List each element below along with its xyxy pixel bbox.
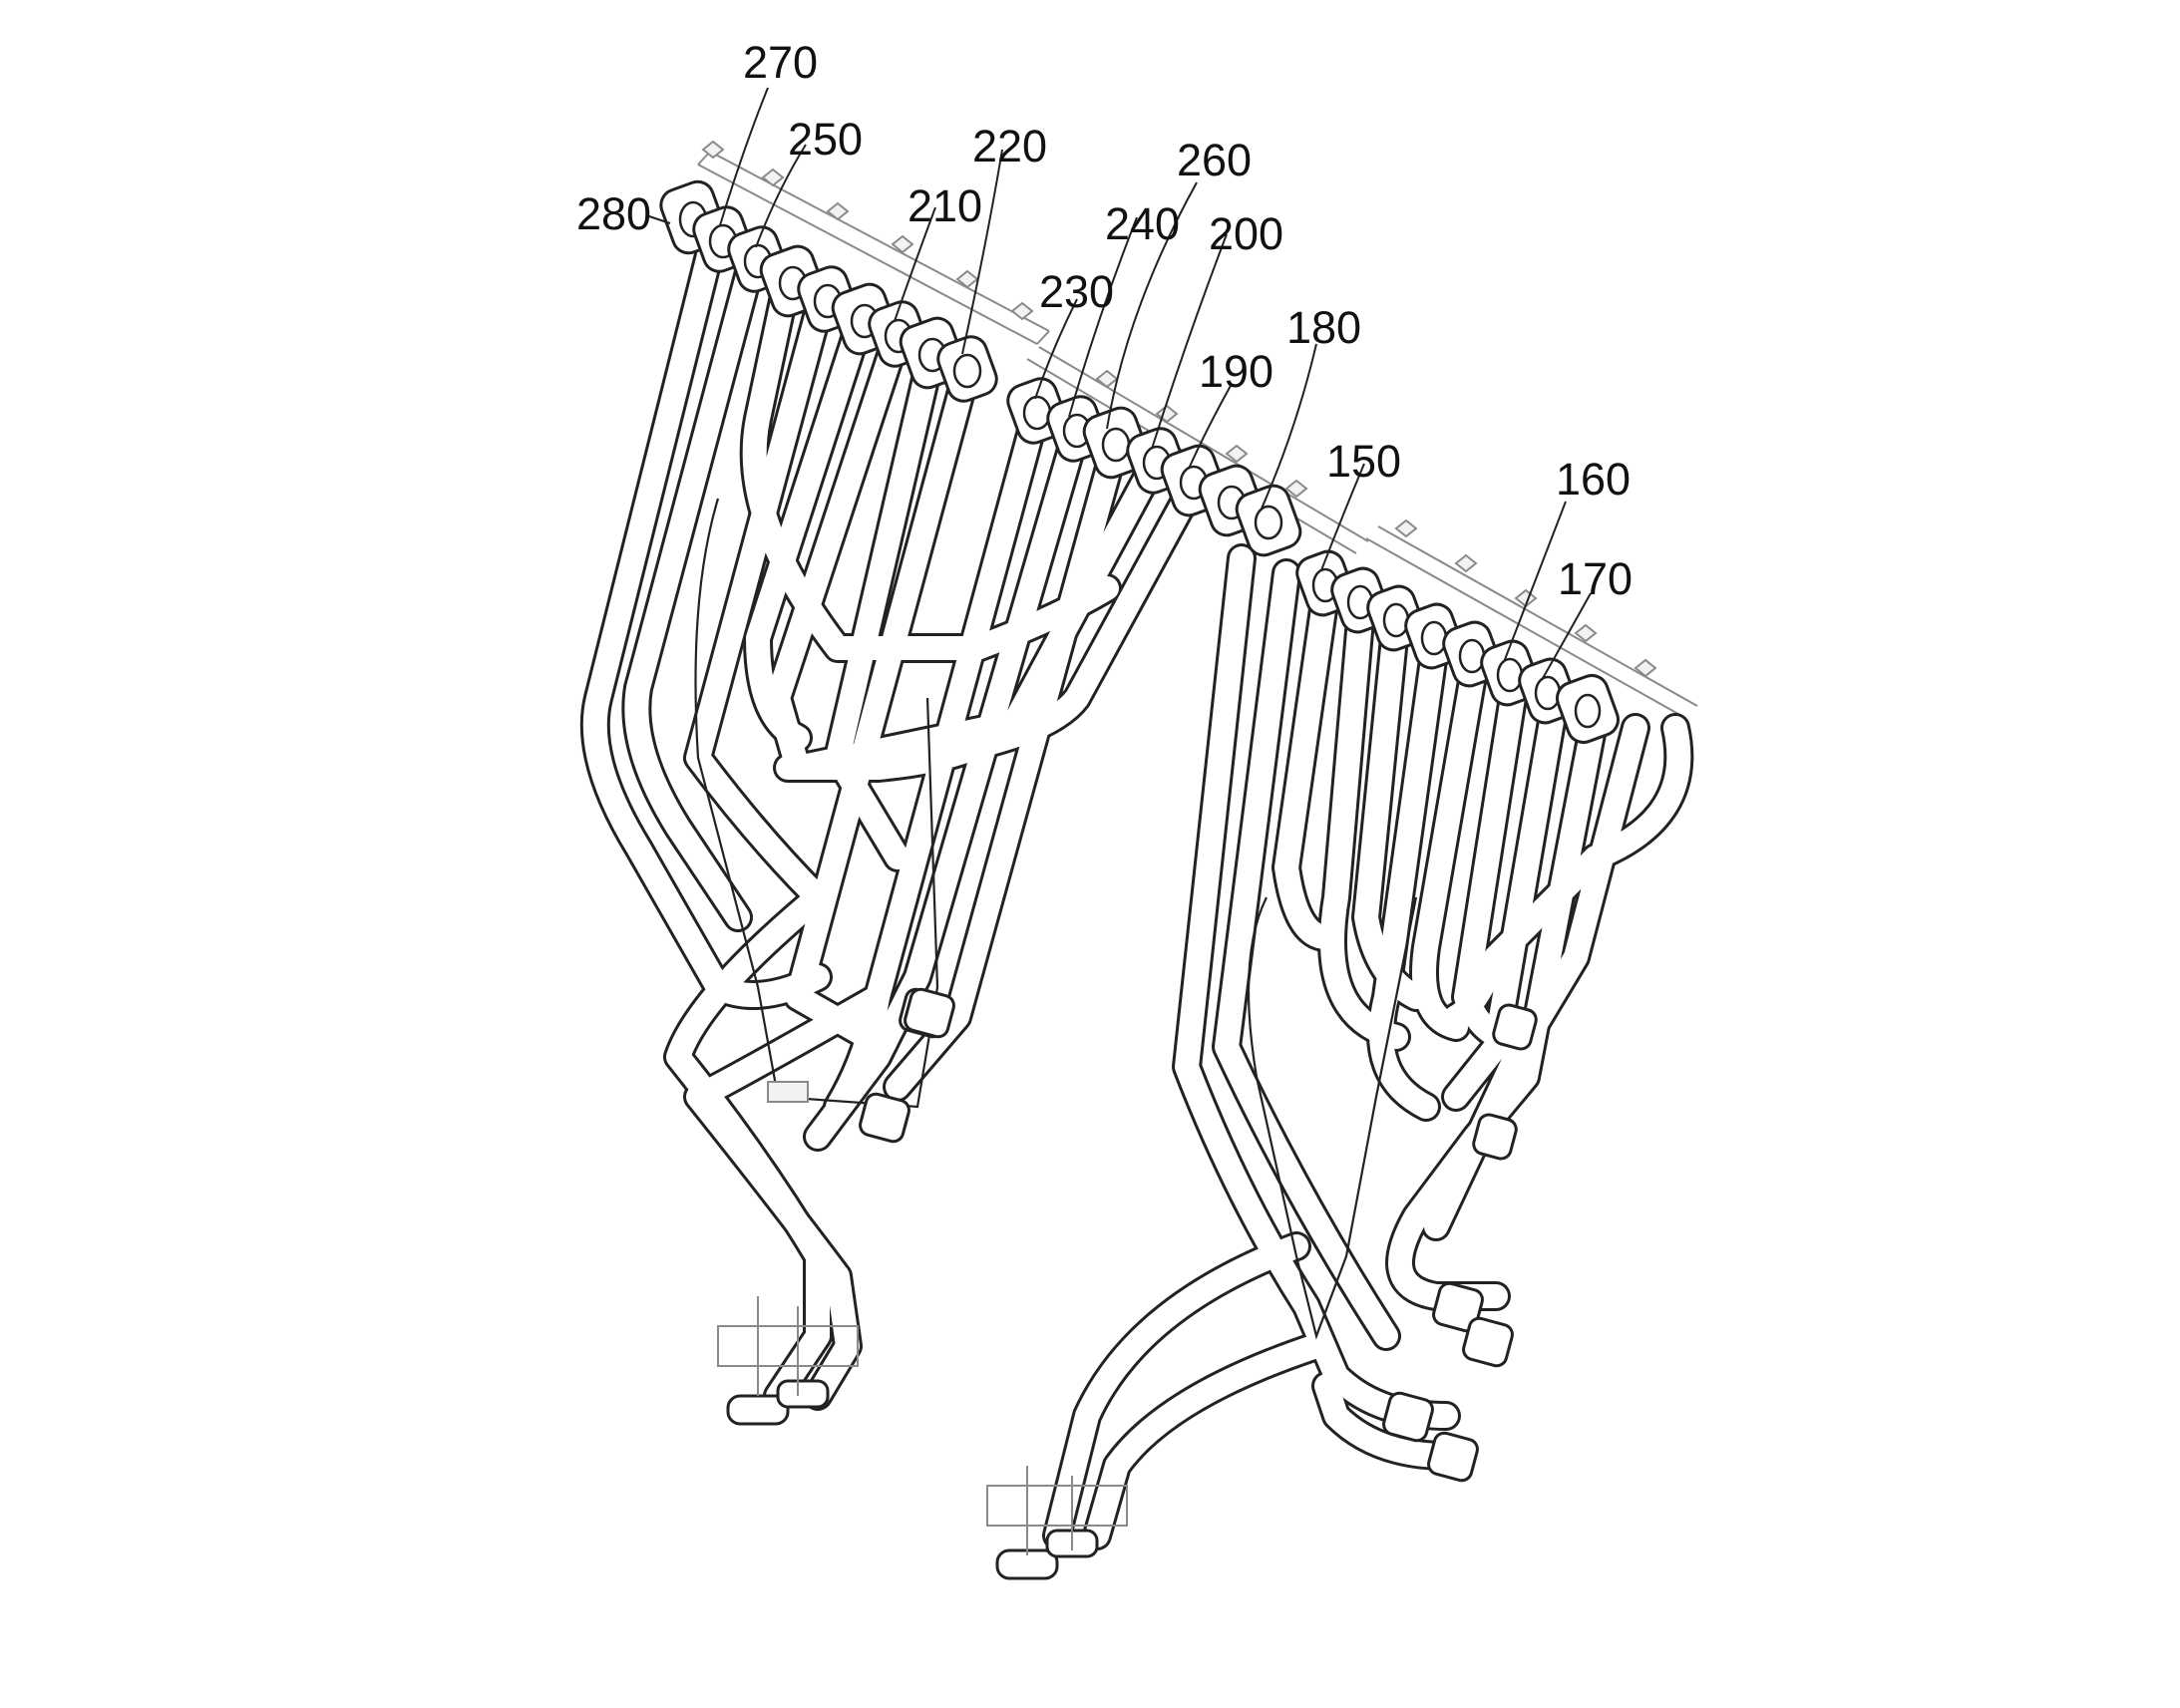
top-flange-row [659,179,1621,745]
left-side-flanges [904,987,955,1039]
numeral-200: 200 [1209,208,1283,259]
flange-220 [936,335,998,403]
reference-numerals: 270 250 280 220 210 260 240 200 230 180 … [576,37,1633,604]
numeral-170: 170 [1558,553,1633,604]
numeral-270: 270 [743,37,818,88]
numeral-230: 230 [1039,266,1114,317]
numeral-210: 210 [908,180,982,231]
flange-j [1555,673,1621,745]
right-lower-flanges [986,1003,1538,1580]
right-manifold-rail [1365,518,1698,719]
right-pipe-bundle [904,543,1694,1580]
numeral-220: 220 [972,121,1047,171]
flange-180 [1235,484,1302,557]
leader-lines [645,87,1592,681]
numeral-280: 280 [576,188,651,239]
numeral-150: 150 [1326,436,1401,487]
numeral-260: 260 [1177,135,1252,185]
flange-260 [1082,406,1150,480]
numeral-250: 250 [788,114,863,165]
numeral-160: 160 [1556,454,1631,505]
numeral-240: 240 [1105,198,1180,249]
left-pipe-bundle [579,224,1212,1426]
numeral-180: 180 [1286,302,1361,353]
numeral-190: 190 [1199,346,1273,397]
